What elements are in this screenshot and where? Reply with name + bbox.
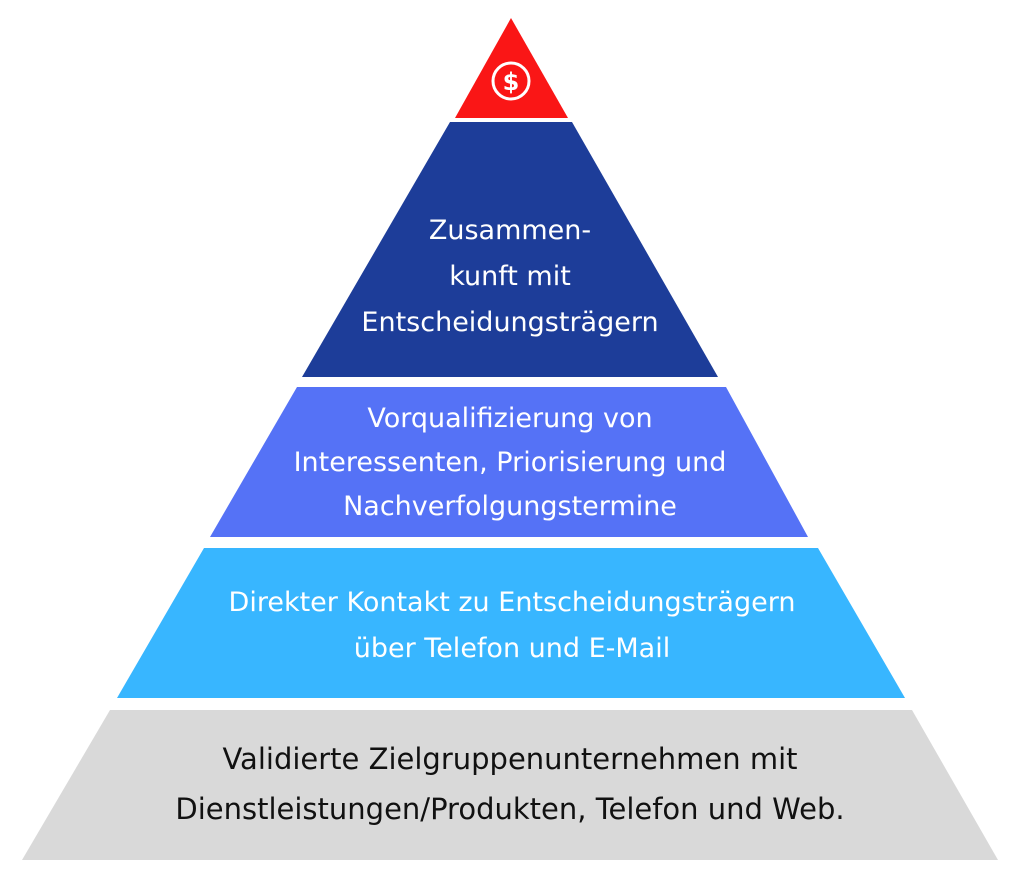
label-line: über Telefon und E-Mail	[353, 633, 671, 664]
label-line: kunft mit	[449, 261, 571, 292]
label-line: Vorqualifizierung von	[367, 403, 653, 434]
label-line: Dienstleistungen/Produkten, Telefon und …	[175, 792, 845, 826]
pyramid-level-1	[22, 710, 998, 860]
pyramid-level-2	[117, 548, 905, 698]
pyramid-top-tier	[455, 18, 568, 118]
level-1-label: Validierte Zielgruppenunternehmen mit Di…	[22, 734, 998, 834]
label-line: Direkter Kontakt zu Entscheidungsträgern	[228, 587, 796, 618]
label-line: Interessenten, Priorisierung und	[293, 447, 727, 478]
level-3-label: Vorqualifizierung von Interessenten, Pri…	[210, 397, 810, 529]
level-4-label: Zusammen- kunft mit Entscheidungsträgern	[300, 208, 720, 346]
level-2-label: Direkter Kontakt zu Entscheidungsträgern…	[117, 580, 907, 672]
svg-text:$: $	[503, 68, 520, 96]
label-line: Validierte Zielgruppenunternehmen mit	[222, 742, 798, 776]
pyramid-level-4	[302, 122, 718, 377]
label-line: Entscheidungsträgern	[361, 307, 659, 338]
dollar-coin-icon: $	[491, 61, 531, 101]
label-line: Zusammen-	[428, 215, 592, 246]
pyramid-level-3	[210, 387, 808, 537]
label-line: Nachverfolgungstermine	[343, 491, 677, 522]
